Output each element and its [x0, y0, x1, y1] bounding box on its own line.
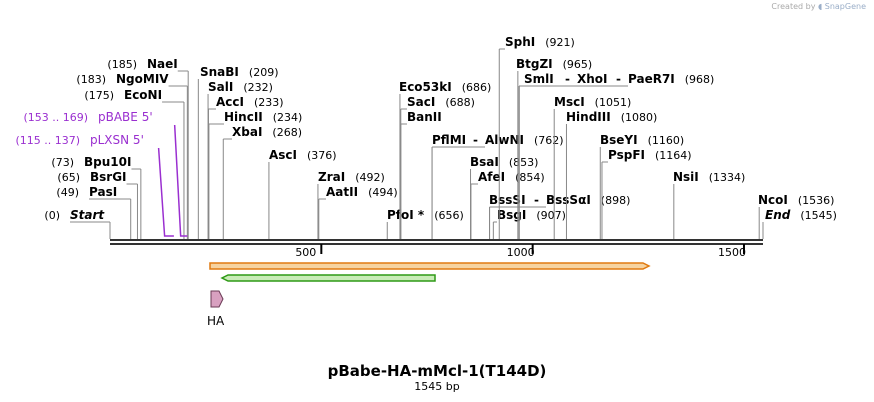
- site-name: SacI: [407, 95, 435, 109]
- primer-label: pBABE 5': [98, 110, 153, 124]
- site-join-dash: -: [473, 133, 478, 147]
- site-position: (853): [509, 156, 539, 169]
- site-position: (1160): [648, 134, 685, 147]
- site-position: (968): [685, 73, 715, 86]
- site-name: BsaI: [470, 155, 499, 169]
- site-name: Eco53kI: [399, 80, 452, 94]
- site-position: (686): [462, 81, 492, 94]
- ha-feature-label: HA: [207, 314, 225, 328]
- site-join-dash: -: [565, 72, 570, 86]
- site-name: BsgI: [497, 208, 526, 222]
- site-name: AatII: [326, 185, 358, 199]
- site-name: Bpu10I: [84, 155, 131, 169]
- site-position: (1164): [655, 149, 692, 162]
- site-join-dash: -: [534, 193, 539, 207]
- site-position: (175): [84, 89, 114, 102]
- site-position: (268): [272, 126, 302, 139]
- orf-forward-arrow: [209, 262, 651, 270]
- site-name: NgoMIV: [116, 72, 169, 86]
- site-position: (49): [56, 186, 79, 199]
- site-name: AccI: [216, 95, 244, 109]
- plasmid-linear-map: 500 1000 1500 Start (0) PasI (49) BsrGI (65) Bpu1…: [15, 35, 837, 328]
- map-subtitle: 1545 bp: [414, 380, 460, 393]
- site-name: SnaBI: [200, 65, 239, 79]
- site-name: BseYI: [600, 133, 638, 147]
- site-name: MscI: [554, 95, 585, 109]
- snapgene-logo-icon: ◖: [817, 2, 823, 11]
- site-name: HindIII: [566, 110, 611, 124]
- site-name: Start: [70, 208, 105, 222]
- site-position: (0): [44, 209, 60, 222]
- site-name: ZraI: [318, 170, 345, 184]
- site-name: End: [765, 208, 791, 222]
- site-name: XbaI: [232, 125, 262, 139]
- site-position: (656): [434, 209, 464, 222]
- site-name: HincII: [224, 110, 263, 124]
- orf-reverse-arrow: [220, 274, 436, 282]
- site-name: AscI: [269, 148, 297, 162]
- site-position: (965): [563, 58, 593, 71]
- site-position: (376): [307, 149, 337, 162]
- site-position: (65): [57, 171, 80, 184]
- site-position: (688): [445, 96, 475, 109]
- ruler-tick-label: 500: [295, 246, 316, 259]
- primer-binding-site: [173, 124, 188, 237]
- site-position: (762): [534, 134, 564, 147]
- site-position: (1334): [709, 171, 746, 184]
- site-position: (907): [536, 209, 566, 222]
- site-name: NaeI: [147, 57, 178, 71]
- site-name: SmlI: [524, 72, 554, 86]
- site-position: (494): [368, 186, 398, 199]
- site-position: (209): [249, 66, 279, 79]
- site-name: SalI: [208, 80, 233, 94]
- ha-tag-feature: [210, 290, 224, 308]
- site-position: (854): [515, 171, 545, 184]
- site-name: BssSI: [489, 193, 526, 207]
- site-name: XhoI: [577, 72, 608, 86]
- site-position: (898): [601, 194, 631, 207]
- site-position: (153 .. 169): [23, 111, 88, 124]
- site-name: PspFI: [608, 148, 645, 162]
- site-name: PaeR7I: [628, 72, 675, 86]
- site-position: (73): [51, 156, 74, 169]
- site-name: EcoNI: [124, 88, 162, 102]
- primer-binding-site: [157, 147, 174, 237]
- site-position: (492): [355, 171, 385, 184]
- site-name: BssSαI: [546, 193, 591, 207]
- site-name: AfeI: [478, 170, 505, 184]
- site-name: BsrGI: [90, 170, 127, 184]
- credit-prefix: Created by: [771, 2, 816, 11]
- credit-brand: SnapGene: [824, 2, 866, 11]
- site-join-dash: -: [616, 72, 621, 86]
- ruler-tick-label: 1500: [718, 246, 746, 259]
- site-name: PasI: [89, 185, 117, 199]
- site-position: (232): [243, 81, 273, 94]
- site-position: (1545): [800, 209, 837, 222]
- site-position: (1051): [595, 96, 632, 109]
- map-title: pBabe-HA-mMcl-1(T144D): [327, 362, 547, 380]
- ruler-tick-label: 1000: [507, 246, 535, 259]
- site-name: AlwNI: [485, 133, 524, 147]
- site-position: (234): [273, 111, 303, 124]
- site-position: (921): [545, 36, 575, 49]
- site-position: (183): [76, 73, 106, 86]
- site-position: (115 .. 137): [15, 134, 80, 147]
- site-name: BtgZI: [516, 57, 553, 71]
- site-position: (233): [254, 96, 284, 109]
- site-name: NsiI: [673, 170, 699, 184]
- site-position: (1080): [621, 111, 658, 124]
- site-name: NcoI: [758, 193, 788, 207]
- primer-label: pLXSN 5': [90, 133, 144, 147]
- snapgene-credit: Created by ◖ SnapGene: [771, 2, 866, 11]
- site-position: (1536): [798, 194, 835, 207]
- site-name: SphI: [505, 35, 535, 49]
- site-name: PflMI: [432, 133, 466, 147]
- site-position: (185): [107, 58, 137, 71]
- site-name: BanII: [407, 110, 442, 124]
- site-name: PfoI *: [387, 208, 425, 222]
